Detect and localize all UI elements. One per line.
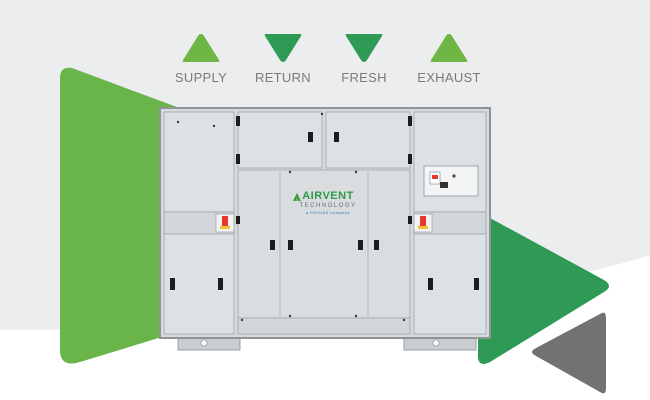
background-dark-green-triangle [478, 217, 609, 364]
right-upper-panel [413, 111, 487, 213]
legend-label: RETURN [255, 70, 311, 85]
center-bottom-panel [237, 317, 411, 335]
legend-label: SUPPLY [174, 70, 228, 85]
arrow-up-icon [182, 34, 220, 62]
legend-item-supply: SUPPLY [156, 32, 246, 85]
right-isolator-switch [413, 213, 433, 233]
brand-tagline: a PAYDAS company [305, 210, 351, 215]
legend-item-exhaust: EXHAUST [404, 32, 494, 85]
arrow-down-icon [345, 34, 383, 62]
control-box [423, 165, 479, 197]
left-upper-panel [163, 111, 235, 213]
airflow-legend: SUPPLY RETURN FRESH EXHAUST [0, 0, 650, 100]
arrow-down-icon [264, 34, 302, 62]
brand-name: AIRVENT [302, 190, 354, 202]
arrow-up-icon [430, 34, 468, 62]
legend-label: EXHAUST [417, 70, 481, 85]
legend-item-return: RETURN [238, 32, 328, 85]
left-isolator-switch [215, 213, 235, 233]
unit-brand-logo: AIRVENT TECHNOLOGY a PAYDAS company [288, 190, 368, 215]
legend-label: FRESH [341, 70, 387, 85]
background-dark-grey-triangle [532, 312, 606, 394]
legend-item-fresh: FRESH [319, 32, 409, 85]
panel-screws [176, 112, 406, 322]
brand-subtitle: TECHNOLOGY [299, 203, 357, 209]
center-main-panel [237, 169, 411, 319]
center-top-right-panel [325, 111, 411, 169]
brand-leaf-icon [293, 193, 301, 201]
door-handles [170, 116, 479, 290]
background-light-green-triangle [60, 67, 185, 364]
